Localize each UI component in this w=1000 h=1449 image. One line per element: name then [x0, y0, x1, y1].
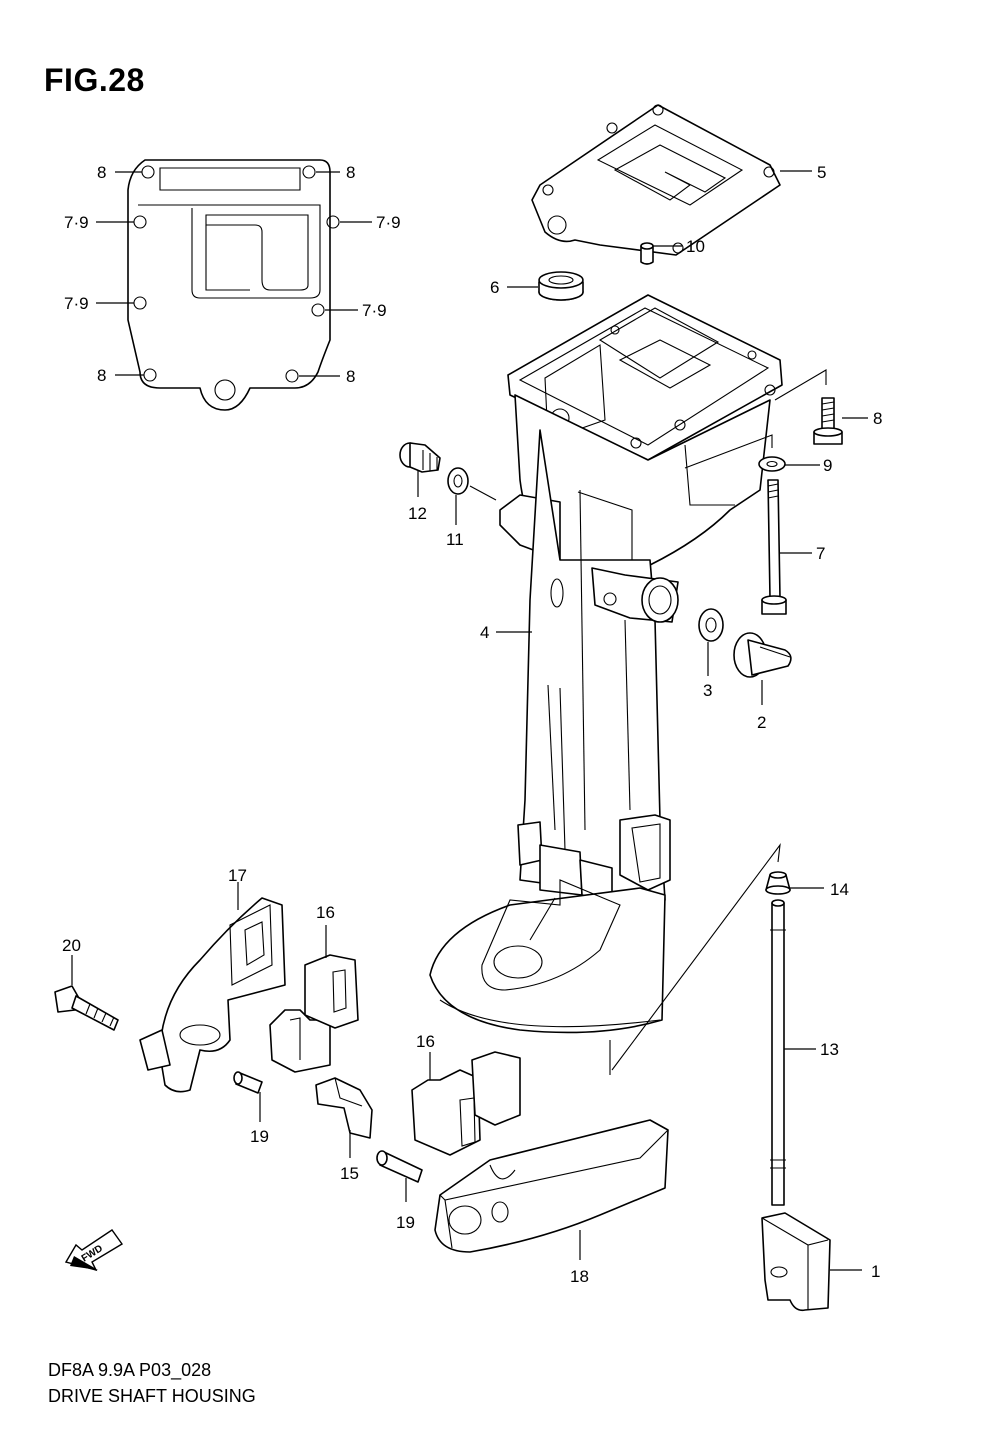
part-1-guide: 1: [761, 1212, 880, 1312]
part-14-grommet: 14: [765, 871, 849, 899]
part-4-drive-shaft-housing: 4: [429, 294, 783, 1034]
part-5-gasket: 5: [531, 104, 826, 256]
callout-8: 8: [346, 367, 355, 386]
callout-8: 8: [97, 163, 106, 182]
part-9-washer: 9: [758, 456, 832, 475]
reference-line: [609, 843, 781, 1075]
callout-9: 9: [823, 456, 832, 475]
part-16-mount-rubber: 16: [411, 1032, 521, 1156]
callout-17: 17: [228, 866, 247, 885]
part-11-washer: 11: [446, 467, 469, 549]
part-19-pin: 19: [376, 1150, 423, 1232]
part-10-dowel-pin: 10: [640, 237, 705, 265]
part-3-gasket-washer: 3: [698, 608, 724, 700]
callout-7: 7: [816, 544, 825, 563]
fwd-arrow-icon: FWD: [64, 1229, 124, 1272]
callout-11: 11: [446, 530, 464, 549]
callout-16: 16: [416, 1032, 435, 1051]
callout-18: 18: [570, 1267, 589, 1286]
diagram-name: DRIVE SHAFT HOUSING: [48, 1386, 256, 1406]
part-17-upper-mount: 17: [139, 866, 286, 1093]
part-16-mount-rubber: 16: [269, 903, 359, 1073]
callout-7-9: 7·9: [64, 213, 89, 232]
part-2-plug: 2: [733, 632, 792, 732]
callout-10: 10: [686, 237, 705, 256]
callout-16: 16: [316, 903, 335, 922]
callout-8: 8: [97, 366, 106, 385]
part-19-pin: 19: [233, 1071, 269, 1146]
callout-4: 4: [480, 623, 489, 642]
callout-7-9: 7·9: [376, 213, 401, 232]
part-13-water-tube: 13: [770, 899, 839, 1206]
callout-2: 2: [757, 713, 766, 732]
callout-15: 15: [340, 1164, 359, 1183]
part-15-clip: 15: [315, 1077, 373, 1183]
model-code: DF8A 9.9A P03_028: [48, 1360, 212, 1380]
callout-12: 12: [408, 504, 427, 523]
part-8-bolt: 8: [813, 397, 882, 445]
callout-7-9: 7·9: [64, 294, 89, 313]
callout-5: 5: [817, 163, 826, 182]
part-7-long-bolt: 7: [761, 479, 825, 615]
callout-3: 3: [703, 681, 712, 700]
callout-19: 19: [396, 1213, 415, 1232]
callout-8: 8: [873, 409, 882, 428]
part-18-lower-mount: 18: [434, 1119, 669, 1286]
callout-8: 8: [346, 163, 355, 182]
callout-14: 14: [830, 880, 849, 899]
callout-7-9: 7·9: [362, 301, 387, 320]
figure-title: FIG.28: [44, 62, 145, 98]
callout-13: 13: [820, 1040, 839, 1059]
part-12-bolt: 12: [399, 442, 441, 523]
reference-line: [684, 434, 773, 469]
callout-20: 20: [62, 936, 81, 955]
part-6-oil-seal: 6: [490, 271, 584, 301]
reference-line: [774, 369, 827, 401]
callout-6: 6: [490, 278, 499, 297]
part-20-bolt: 20: [54, 936, 119, 1031]
callout-19: 19: [250, 1127, 269, 1146]
gasket-detail: 8 8 7·9 7·9 7·9 7·9 8 8: [64, 159, 401, 411]
reference-line: [469, 485, 497, 501]
callout-1: 1: [871, 1262, 880, 1281]
